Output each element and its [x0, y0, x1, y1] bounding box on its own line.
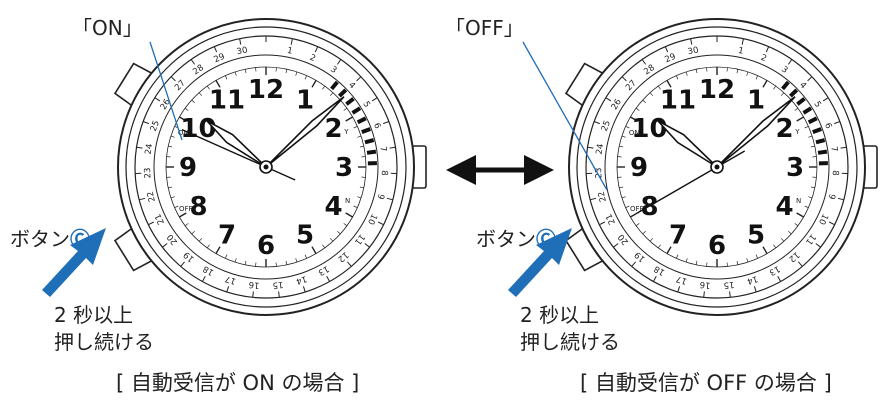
- hour-numeral: 6: [257, 231, 275, 261]
- date-number: 16: [699, 279, 711, 290]
- date-tick: [704, 291, 705, 297]
- instruction-line2-left: 押し続ける: [54, 330, 154, 354]
- minute-tick: [276, 263, 277, 267]
- center-pin: [715, 165, 720, 170]
- caption-off: [ 自動受信が OFF の場合 ]: [580, 370, 832, 396]
- minute-tick: [167, 157, 171, 158]
- off-callout: 「OFF」: [445, 16, 524, 40]
- date-number: 16: [248, 279, 260, 290]
- minute-tick: [813, 177, 817, 178]
- hour-numeral: 3: [335, 153, 353, 183]
- y-mark: Y: [343, 128, 349, 136]
- hour-numeral: 2: [324, 114, 342, 144]
- hour-numeral: 2: [775, 114, 793, 144]
- center-pin: [264, 165, 269, 170]
- hour-numeral: 12: [699, 75, 735, 105]
- hour-numeral: 12: [248, 75, 284, 105]
- double-arrow-icon: [446, 155, 554, 185]
- indicator-segment: [818, 152, 827, 153]
- hour-numeral: 4: [775, 192, 793, 222]
- date-number: 15: [272, 279, 284, 290]
- hour-numeral: 11: [209, 86, 245, 116]
- hour-numeral: 5: [747, 221, 765, 251]
- button-label: ボタン: [10, 227, 70, 251]
- hour-numeral: 7: [218, 221, 236, 251]
- date-number: 8: [379, 170, 389, 176]
- hour-numeral: 11: [660, 86, 696, 116]
- minute-tick: [707, 68, 708, 72]
- y-mark: Y: [794, 128, 800, 136]
- button-c-icon: Ⓒ: [70, 227, 90, 251]
- button-c-label-left: ボタンⒸ: [10, 227, 90, 251]
- on-callout: 「ON」: [72, 16, 143, 40]
- minute-tick: [727, 263, 728, 267]
- instruction-line1-left: 2 秒以上: [54, 303, 133, 327]
- off-mark: OFF: [630, 205, 644, 213]
- minute-tick: [256, 68, 257, 72]
- date-number: 24: [595, 143, 607, 155]
- date-number: 15: [723, 279, 735, 290]
- date-number: 24: [144, 143, 156, 155]
- n-mark: N: [796, 197, 801, 205]
- minute-tick: [618, 157, 622, 158]
- date-number: 23: [143, 167, 154, 178]
- minute-tick: [362, 177, 366, 178]
- minute-tick: [167, 177, 171, 178]
- watch-right: 1234567891011121314151617181920212223242…: [566, 19, 877, 315]
- date-tick: [253, 291, 254, 297]
- minute-tick: [362, 157, 366, 158]
- on-mark: ON: [629, 129, 640, 137]
- date-tick: [279, 291, 280, 297]
- button-c-label-right: ボタンⒸ: [476, 227, 556, 251]
- hour-numeral: 3: [786, 153, 804, 183]
- n-mark: N: [345, 197, 350, 205]
- hour-numeral: 5: [296, 221, 314, 251]
- instruction-line1-right: 2 秒以上: [520, 303, 599, 327]
- hour-numeral: 7: [669, 221, 687, 251]
- indicator-segment: [816, 140, 825, 142]
- minute-tick: [276, 68, 277, 72]
- minute-tick: [707, 263, 708, 267]
- indicator-segment: [365, 140, 374, 142]
- indicator-segment: [367, 152, 376, 153]
- button-label: ボタン: [476, 227, 536, 251]
- minute-tick: [813, 157, 817, 158]
- date-number: 30: [236, 45, 249, 57]
- caption-on: [ 自動受信が ON の場合 ]: [116, 370, 359, 396]
- hour-numeral: 4: [324, 192, 342, 222]
- watch-left: 1234567891011121314151617181920212223242…: [115, 19, 426, 315]
- minute-tick: [618, 177, 622, 178]
- instruction-line2-right: 押し続ける: [520, 330, 620, 354]
- hour-numeral: 1: [296, 86, 314, 116]
- hour-numeral: 6: [708, 231, 726, 261]
- hour-numeral: 1: [747, 86, 765, 116]
- button-c-icon: Ⓒ: [536, 227, 556, 251]
- date-number: 30: [687, 45, 700, 57]
- off-mark: OFF: [179, 205, 193, 213]
- minute-tick: [727, 68, 728, 72]
- hour-numeral: 9: [179, 153, 197, 183]
- date-tick: [730, 291, 731, 297]
- hour-numeral: 9: [630, 153, 648, 183]
- minute-tick: [256, 263, 257, 267]
- date-number: 8: [830, 170, 840, 176]
